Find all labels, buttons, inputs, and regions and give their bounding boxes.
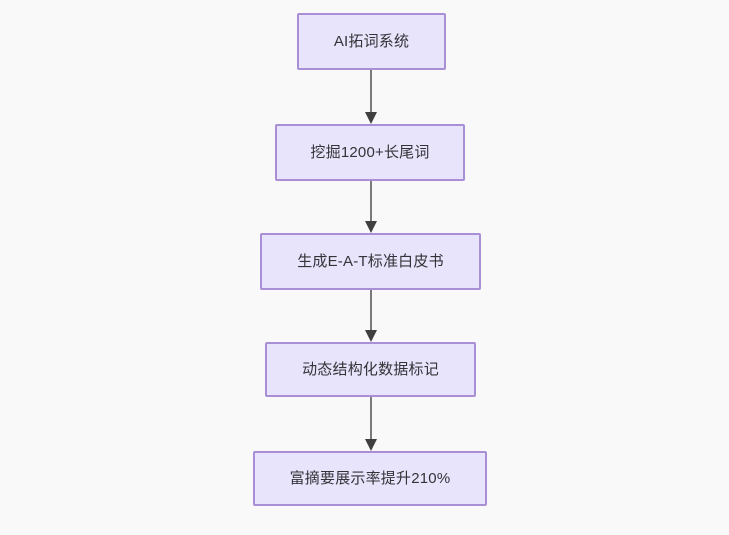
edge-n4-n5 <box>365 397 377 451</box>
node-label: 富摘要展示率提升210% <box>289 470 451 487</box>
flowchart-node-ai-keyword-system[interactable]: AI拓词系统 <box>297 13 446 70</box>
arrowhead-icon <box>365 330 377 342</box>
arrowhead-icon <box>365 221 377 233</box>
flowchart-node-mine-longtail-keywords[interactable]: 挖掘1200+长尾词 <box>275 124 465 181</box>
node-label: 动态结构化数据标记 <box>302 361 439 378</box>
node-label: AI拓词系统 <box>333 33 410 50</box>
edge-n3-n4 <box>365 290 377 342</box>
flowchart-node-dynamic-structured-data-markup[interactable]: 动态结构化数据标记 <box>265 342 476 397</box>
arrowhead-icon <box>365 112 377 124</box>
edge-n1-n2 <box>365 70 377 124</box>
node-label: 挖掘1200+长尾词 <box>310 144 430 161</box>
arrowhead-icon <box>365 439 377 451</box>
flowchart-node-rich-snippet-rate-increase[interactable]: 富摘要展示率提升210% <box>253 451 487 506</box>
node-label: 生成E-A-T标准白皮书 <box>297 253 444 270</box>
edge-n2-n3 <box>365 181 377 233</box>
flowchart-node-generate-eat-whitepaper[interactable]: 生成E-A-T标准白皮书 <box>260 233 481 290</box>
